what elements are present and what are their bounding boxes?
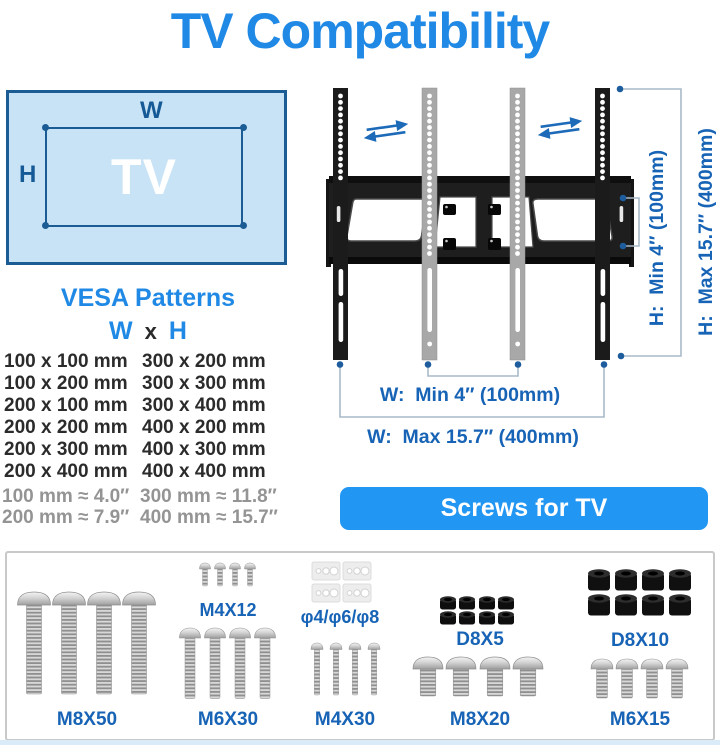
vesa-x: x — [144, 319, 157, 344]
m4x12-screws — [199, 562, 256, 587]
dimension-lines — [339, 88, 682, 418]
w-min-label: W: Min 4″ (100mm) — [380, 384, 560, 406]
vesa-conversions-left: 100 mm ≈ 4.0″ 200 mm ≈ 7.9″ — [2, 486, 129, 528]
dimension-dots — [336, 85, 627, 368]
vesa-item: 400 x 200 mm — [142, 417, 266, 438]
part-label-d8x5: D8X5 — [456, 629, 504, 650]
vesa-list-right: 300 x 200 mm 300 x 300 mm 300 x 400 mm 4… — [142, 351, 266, 483]
h-max-label: H: Max 15.7″ (400mm) — [695, 128, 717, 336]
screws-banner: Screws for TV — [340, 487, 708, 530]
part-label-m4x30: M4X30 — [314, 709, 376, 730]
part-label-m6x30: M6X30 — [197, 709, 259, 730]
m8x50-screws — [17, 591, 156, 695]
width-label: W — [140, 97, 163, 124]
corner-dot — [240, 124, 247, 131]
wall-plate — [326, 176, 634, 267]
height-label: H — [19, 161, 37, 188]
wall-rail-right — [595, 88, 624, 360]
conversion-item: 200 mm ≈ 7.9″ — [2, 507, 130, 528]
m8x20-screws — [412, 656, 544, 697]
tv-rail-right — [509, 87, 526, 361]
tv-text: TV — [111, 149, 177, 205]
m6x15-screws — [590, 658, 689, 699]
tv-size-diagram: W H TV — [6, 90, 287, 265]
vesa-item: 100 x 100 mm — [4, 351, 128, 372]
h-min-label: H: Min 4″ (100mm) — [646, 150, 668, 326]
slide-arrows-icon — [537, 117, 583, 139]
m6x30-screws — [179, 627, 276, 699]
corner-dot — [42, 124, 49, 131]
tv-rail-left — [421, 87, 438, 361]
d8x5-spacers — [440, 596, 514, 625]
part-label-spacers: φ4/φ6/φ8 — [300, 607, 380, 627]
d8x10-spacers — [588, 569, 691, 616]
plate-cutout-left — [346, 198, 427, 242]
vesa-item: 300 x 400 mm — [142, 395, 266, 416]
conversion-item: 100 mm ≈ 4.0″ — [2, 486, 130, 507]
conversion-item: 300 mm ≈ 11.8″ — [140, 486, 277, 507]
wall-rail-left — [333, 88, 348, 360]
corner-dot — [240, 222, 247, 229]
bottom-accent-strip — [0, 740, 720, 745]
vesa-item: 400 x 300 mm — [142, 439, 266, 460]
vesa-item: 200 x 200 mm — [4, 417, 128, 438]
tv-outline: TV — [45, 127, 243, 227]
rail-hooks — [443, 204, 501, 250]
spacer-plates — [311, 561, 372, 603]
vesa-item: 400 x 400 mm — [142, 461, 266, 482]
vesa-h: H — [168, 317, 187, 345]
vesa-w: W — [109, 317, 133, 345]
screws-banner-label: Screws for TV — [440, 494, 608, 522]
bracket-illustration: H: Min 4″ (100mm) H: Max 15.7″ (400mm) W… — [326, 85, 717, 448]
part-label-m8x50: M8X50 — [56, 709, 118, 730]
vesa-item: 300 x 300 mm — [142, 373, 266, 394]
vesa-item: 200 x 100 mm — [4, 395, 128, 416]
vesa-patterns-heading: VESA Patterns — [60, 284, 236, 312]
vesa-conversions-right: 300 mm ≈ 11.8″ 400 mm ≈ 15.7″ — [140, 486, 278, 528]
corner-dot — [42, 222, 49, 229]
part-label-m4x12: M4X12 — [199, 600, 257, 620]
part-label-d8x10: D8X10 — [610, 630, 670, 651]
slide-arrows-icon — [363, 120, 409, 142]
conversion-item: 400 mm ≈ 15.7″ — [140, 507, 278, 528]
vesa-list-left: 100 x 100 mm 100 x 200 mm 200 x 100 mm 2… — [4, 351, 128, 483]
vesa-item: 300 x 200 mm — [142, 351, 266, 372]
vesa-item: 100 x 200 mm — [4, 373, 128, 394]
page-title: TV Compatibility — [170, 3, 550, 59]
m4x30-screws — [310, 642, 381, 696]
part-label-m6x15: M6X15 — [609, 709, 671, 730]
part-label-m8x20: M8X20 — [449, 709, 511, 730]
vesa-item: 200 x 400 mm — [4, 461, 128, 482]
vesa-item: 200 x 300 mm — [4, 439, 128, 460]
w-max-label: W: Max 15.7″ (400mm) — [367, 426, 579, 448]
